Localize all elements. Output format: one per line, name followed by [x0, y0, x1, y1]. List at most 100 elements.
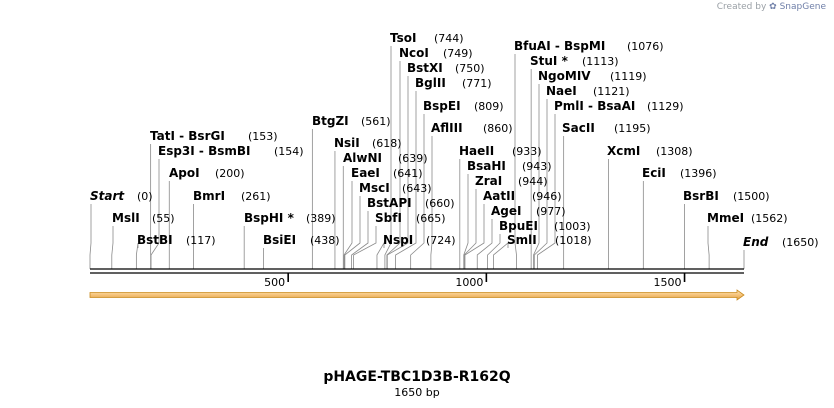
site-position-bsahi: (943) [522, 160, 552, 173]
site-label-bstbi[interactable]: BstBI [137, 233, 173, 247]
site-label-alwni[interactable]: AlwNI [343, 151, 382, 165]
site-position-bsrbi: (1500) [733, 190, 770, 203]
site-position-ecii: (1396) [680, 167, 717, 180]
site-position-pmli-bsaai: (1129) [647, 100, 684, 113]
site-label-sbfi[interactable]: SbfI [375, 211, 402, 225]
site-line-start [89, 204, 92, 269]
site-position-eaei: (641) [393, 167, 423, 180]
site-label-haeii[interactable]: HaeII [459, 144, 494, 158]
site-label-xcmi[interactable]: XcmI [607, 144, 640, 158]
site-labels: Start (0) MslI (55) BstBI (117) TatI - BsrGI (1… [90, 31, 819, 249]
site-label-bfuai-bspmi[interactable]: BfuAI - BspMI [514, 39, 605, 53]
site-label-ngomiv[interactable]: NgoMIV [538, 69, 591, 83]
site-position-bstxi: (750) [455, 62, 485, 75]
site-label-aatii[interactable]: AatII [483, 189, 515, 203]
feature-track [89, 289, 745, 301]
site-line-bglii [395, 91, 417, 269]
site-label-btgzi[interactable]: BtgZI [312, 114, 349, 128]
site-label-ncoi[interactable]: NcoI [399, 46, 429, 60]
site-line-bfuai-bspmi [514, 54, 517, 269]
site-label-nspi[interactable]: NspI [383, 233, 413, 247]
site-line-eaei [343, 181, 353, 269]
site-label-nsii[interactable]: NsiI [334, 136, 360, 150]
site-label-bstapi[interactable]: BstAPI [367, 196, 412, 210]
site-line-tsoi [384, 46, 392, 269]
site-position-ncoi: (749) [443, 47, 473, 60]
site-position-btgzi: (561) [361, 115, 391, 128]
site-label-smli[interactable]: SmlI [507, 233, 537, 247]
site-line-pmli-bsaai [537, 114, 556, 269]
site-label-bsphi[interactable]: BspHI * [244, 211, 295, 225]
site-line-bstapi [351, 211, 369, 269]
site-position-stui: (1113) [582, 55, 619, 68]
site-position-nspi: (724) [426, 234, 456, 247]
site-position-bmri: (261) [241, 190, 271, 203]
site-line-mmei [707, 226, 710, 269]
site-position-start: (0) [137, 190, 153, 203]
site-label-bsrbi[interactable]: BsrBI [683, 189, 719, 203]
site-label-msci[interactable]: MscI [359, 181, 390, 195]
site-position-bsiei: (438) [310, 234, 340, 247]
site-label-bpuei[interactable]: BpuEI [499, 219, 538, 233]
site-position-bfuai-bspmi: (1076) [627, 40, 664, 53]
plasmid-length: 1650 bp [394, 386, 440, 399]
site-label-msli[interactable]: MslI [112, 211, 140, 225]
site-position-sbfi: (665) [416, 212, 446, 225]
credit-brand: SnapGene [779, 2, 826, 12]
site-position-esp3i-bsmbi: (154) [274, 145, 304, 158]
site-position-bstbi: (117) [186, 234, 216, 247]
site-line-agei [476, 219, 493, 269]
site-label-start[interactable]: Start [90, 189, 125, 203]
site-label-end[interactable]: End [743, 235, 769, 249]
site-label-bspei[interactable]: BspEI [423, 99, 461, 113]
site-label-afliii[interactable]: AflIII [431, 121, 463, 135]
orf-arrow[interactable] [89, 289, 745, 301]
site-label-mmei[interactable]: MmeI [707, 211, 744, 225]
snapgene-credit: Created by ✿ SnapGene [717, 2, 826, 12]
site-label-bmri[interactable]: BmrI [193, 189, 225, 203]
site-label-tati-bsrgi[interactable]: TatI - BsrGI [150, 129, 225, 143]
site-label-zrai[interactable]: ZraI [475, 174, 502, 188]
site-position-xcmi: (1308) [656, 145, 693, 158]
site-label-ecii[interactable]: EciI [642, 166, 666, 180]
site-position-zrai: (944) [518, 175, 548, 188]
site-label-bsiei[interactable]: BsiEI [263, 233, 296, 247]
site-position-agei: (977) [536, 205, 566, 218]
site-position-alwni: (639) [398, 152, 428, 165]
site-label-esp3i-bsmbi[interactable]: Esp3I - BsmBI [158, 144, 250, 158]
site-label-bglii[interactable]: BglII [415, 76, 446, 90]
site-label-naei[interactable]: NaeI [546, 84, 577, 98]
site-line-smli [493, 242, 509, 269]
site-label-eaei[interactable]: EaeI [351, 166, 380, 180]
site-line-aatii [464, 204, 485, 269]
site-position-sacii: (1195) [614, 122, 651, 135]
site-label-pmli-bsaai[interactable]: PmlI - BsaAI [554, 99, 635, 113]
site-position-haeii: (933) [512, 145, 542, 158]
site-position-bspei: (809) [474, 100, 504, 113]
site-label-stui[interactable]: StuI * [530, 54, 569, 68]
site-label-bstxi[interactable]: BstXI [407, 61, 443, 75]
ruler-tick-label-500: 500 [264, 276, 285, 289]
site-line-msci [344, 196, 361, 269]
site-position-ngomiv: (1119) [610, 70, 647, 83]
site-line-esp3i-bsmbi [150, 159, 160, 269]
site-label-agei[interactable]: AgeI [491, 204, 521, 218]
site-position-bstapi: (660) [425, 197, 455, 210]
site-line-nspi [376, 241, 385, 269]
site-position-msli: (55) [152, 212, 175, 225]
site-label-apoi[interactable]: ApoI [169, 166, 200, 180]
site-line-bstbi [135, 242, 139, 269]
site-label-bsahi[interactable]: BsaHI [467, 159, 506, 173]
site-label-sacii[interactable]: SacII [562, 121, 595, 135]
site-position-afliii: (860) [483, 122, 513, 135]
site-position-bsphi: (389) [306, 212, 336, 225]
credit-prefix: Created by [716, 2, 767, 12]
site-line-sbfi [353, 226, 377, 269]
site-label-tsoi[interactable]: TsoI [390, 31, 416, 45]
site-position-msci: (643) [402, 182, 432, 195]
site-position-naei: (1121) [593, 85, 630, 98]
site-position-bpuei: (1003) [554, 220, 591, 233]
site-position-apoi: (200) [215, 167, 245, 180]
